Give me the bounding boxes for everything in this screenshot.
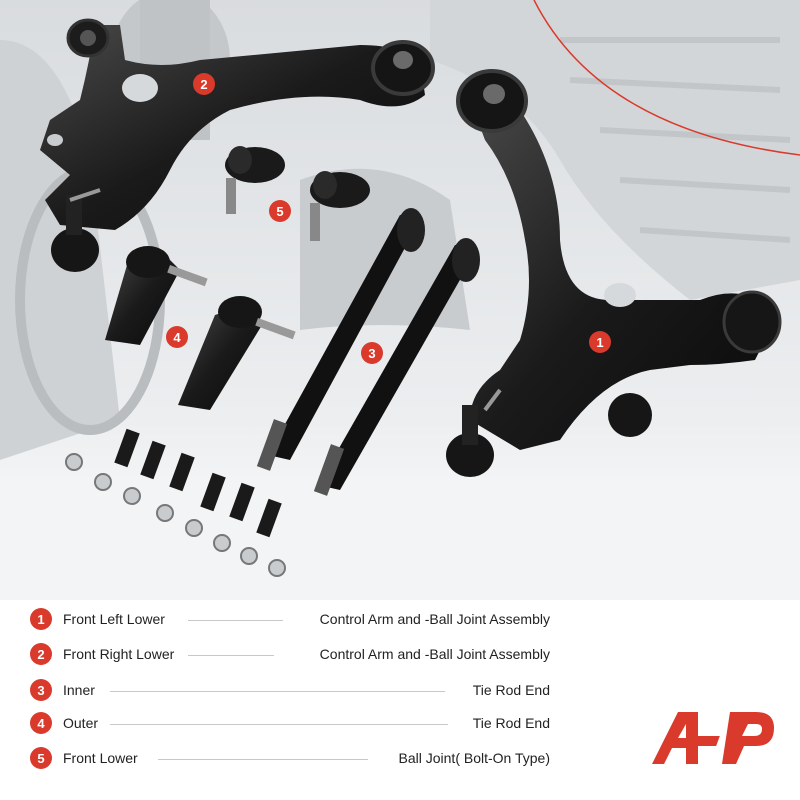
legend-badge-5: 5	[30, 747, 52, 769]
legend-left-3: Inner	[63, 682, 95, 698]
legend-dash-1	[188, 620, 283, 621]
legend-right-3: Tie Rod End	[472, 682, 550, 698]
legend-right-5: Ball Joint( Bolt-On Type)	[398, 750, 550, 766]
legend-row-3: 3 Inner Tie Rod End	[30, 679, 550, 703]
legend-badge-1: 1	[30, 608, 52, 630]
legend-left-2: Front Right Lower	[63, 646, 175, 662]
callout-mark-2: 2	[200, 77, 207, 92]
legend-badge-3: 3	[30, 679, 52, 701]
legend-left-1: Front Left Lower	[63, 611, 165, 627]
legend-right-4: Tie Rod End	[472, 715, 550, 731]
outer-tie-rod-ends	[105, 246, 296, 410]
callout-mark-5: 5	[276, 204, 283, 219]
legend-dash-4	[110, 724, 448, 725]
legend-dash-3	[110, 691, 445, 692]
control-arm-right	[40, 18, 435, 272]
ball-joints	[225, 146, 370, 241]
control-arm-left	[446, 69, 782, 477]
legend-row-1: 1 Front Left Lower Control Arm and -Ball…	[30, 608, 550, 632]
legend-right-1: Control Arm and -Ball Joint Assembly	[319, 611, 550, 627]
legend-row-2: 2 Front Right Lower Control Arm and -Bal…	[30, 643, 550, 667]
callout-mark-3: 3	[368, 346, 375, 361]
inner-tie-rods	[256, 208, 480, 496]
callout-mark-1: 1	[596, 335, 603, 350]
brand-logo	[652, 712, 774, 764]
legend-left-5: Front Lower	[63, 750, 138, 766]
hardware-bolts-nuts	[65, 428, 286, 577]
legend-right-2: Control Arm and -Ball Joint Assembly	[319, 646, 550, 662]
product-photo: 1 2 3 4 5	[0, 0, 800, 600]
accent-curve	[533, 0, 800, 156]
legend-row-5: 5 Front Lower Ball Joint( Bolt-On Type)	[30, 747, 550, 771]
legend-dash-5	[158, 759, 368, 760]
legend-badge-2: 2	[30, 643, 52, 665]
legend-row-4: 4 Outer Tie Rod End	[30, 712, 550, 736]
legend-badge-4: 4	[30, 712, 52, 734]
parts-legend: 1 Front Left Lower Control Arm and -Ball…	[0, 598, 800, 800]
callout-mark-4: 4	[173, 330, 181, 345]
legend-dash-2	[188, 655, 274, 656]
legend-left-4: Outer	[63, 715, 99, 731]
photo-callouts: 1 2 3 4 5	[166, 73, 611, 364]
